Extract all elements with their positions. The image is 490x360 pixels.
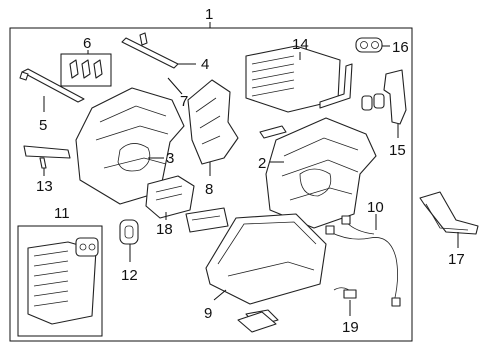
part-hose-clips (361, 93, 385, 111)
part-19-sensor (333, 287, 357, 316)
part-13-bracket (23, 145, 71, 176)
part-2-main-case (265, 117, 377, 229)
callout-15: 15 (389, 142, 406, 159)
callout-8: 8 (205, 181, 213, 198)
part-15-duct-bracket (383, 69, 407, 138)
callout-5: 5 (39, 117, 47, 134)
part-11-evaporator (27, 237, 99, 325)
leader-7 (167, 77, 183, 95)
part-14-heater-core (245, 45, 353, 113)
part-8-actuator-bracket (187, 79, 239, 176)
part-16-seal (355, 37, 390, 53)
assembly-frame (9, 27, 413, 342)
callout-4: 4 (201, 56, 209, 73)
callout-18: 18 (156, 221, 173, 238)
callout-16: 16 (392, 39, 409, 56)
callout-9: 9 (204, 305, 212, 322)
callout-7: 7 (180, 93, 188, 110)
callout-17: 17 (448, 251, 465, 268)
part-10-wire-harness (325, 214, 401, 307)
evaporator-inset-frame (17, 225, 103, 337)
part-3-blower-case (75, 87, 185, 205)
part-18-actuator (145, 175, 195, 220)
callout-2: 2 (258, 155, 266, 172)
part-17-rear-duct (419, 191, 479, 248)
callout-11: 11 (54, 205, 70, 222)
callout-19: 19 (342, 319, 359, 336)
callout-6: 6 (83, 35, 91, 52)
callout-3: 3 (166, 150, 174, 167)
part-6-filter-clips (60, 50, 112, 87)
callout-13: 13 (36, 178, 53, 195)
part-4-link-rod (121, 32, 196, 69)
part-gasket (237, 311, 277, 333)
clip-box (60, 53, 112, 87)
callout-12: 12 (121, 267, 138, 284)
callout-1: 1 (205, 6, 213, 23)
part-12-grommet (119, 219, 139, 262)
callout-14: 14 (292, 36, 309, 53)
part-filter-cover (259, 125, 287, 139)
part-5-link-rod (19, 68, 85, 112)
callout-10: 10 (367, 199, 384, 216)
